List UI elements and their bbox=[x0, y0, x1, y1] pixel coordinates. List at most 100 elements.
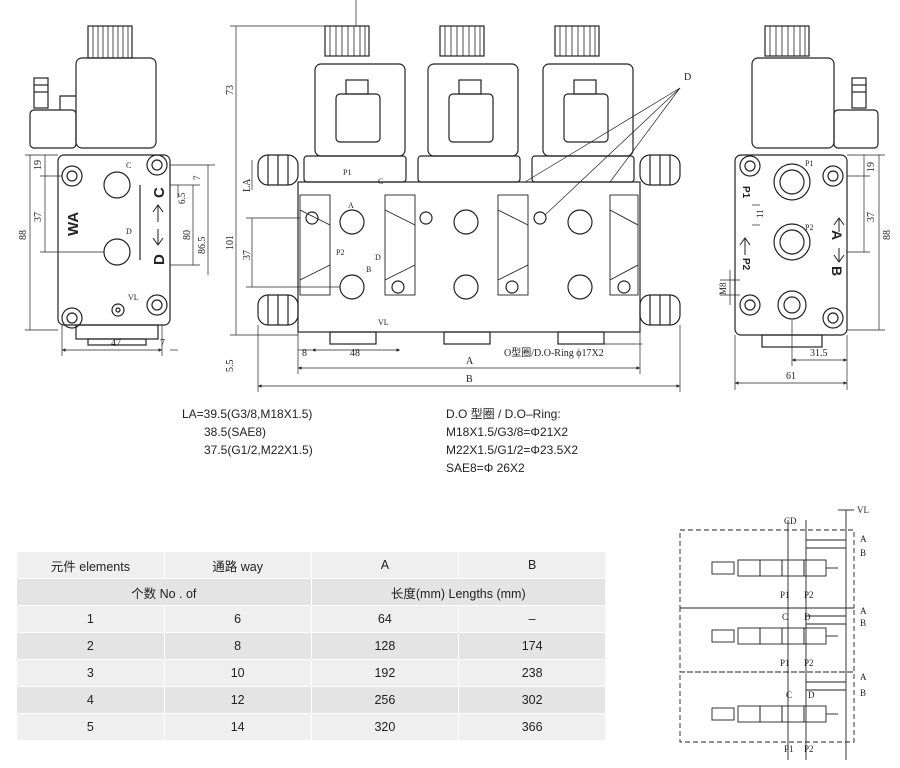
schem-b1: B bbox=[860, 548, 866, 558]
schem-a3: A bbox=[860, 672, 867, 682]
schem-p2-3: P2 bbox=[804, 744, 814, 754]
cell-a: 192 bbox=[310, 659, 460, 687]
schem-a2: A bbox=[860, 606, 867, 616]
schem-c2: C bbox=[782, 612, 788, 622]
header-way: 通路 way bbox=[163, 551, 312, 579]
side-dim-88: 88 bbox=[882, 230, 893, 240]
side-b-bold: B bbox=[829, 266, 845, 276]
cell-a: 64 bbox=[310, 605, 460, 633]
header-elements: 元件 elements bbox=[16, 551, 165, 579]
cell-a: 320 bbox=[310, 713, 460, 741]
plug-connector bbox=[29, 109, 77, 149]
main-view-text: 73 LA 101 37 5.5 8 48 A B D O型圈/D.O-Ring… bbox=[225, 72, 691, 385]
la-notes: LA=39.5(G3/8,M18X1.5) 38.5(SAE8) 37.5(G1… bbox=[182, 405, 313, 459]
dim-88: 88 bbox=[18, 230, 29, 240]
do-note-line1: D.O 型圈 / D.O–Ring: bbox=[446, 407, 561, 421]
table-row: 3 10 192 238 bbox=[16, 659, 606, 687]
schem-a1: A bbox=[860, 534, 867, 544]
table-row: 1 6 64 – bbox=[16, 605, 606, 633]
main-p1: P1 bbox=[343, 168, 351, 177]
schem-cd: CD bbox=[784, 516, 797, 526]
do-note-line2: M18X1.5/G3/8=Φ21X2 bbox=[446, 425, 568, 439]
side-p2-small: P2 bbox=[805, 223, 813, 232]
cell-way: 6 bbox=[163, 605, 312, 633]
main-b: B bbox=[366, 265, 371, 274]
coil-body bbox=[75, 57, 157, 149]
hydraulic-schematic bbox=[679, 509, 855, 760]
header-b: B bbox=[458, 551, 606, 579]
end-fittings bbox=[257, 154, 681, 326]
cell-b: – bbox=[458, 605, 606, 633]
side-view-text: 19 37 88 11 61 31.5 M8 P1 P2 P1 P2 A B bbox=[718, 159, 893, 382]
front-view bbox=[25, 25, 215, 356]
table-row: 2 8 128 174 bbox=[16, 632, 606, 660]
cell-elements: 2 bbox=[16, 632, 165, 660]
dim-73: 73 bbox=[225, 85, 236, 95]
dim-47: 47 bbox=[111, 338, 121, 349]
dim-37: 37 bbox=[33, 212, 44, 222]
label-vl: VL bbox=[128, 293, 139, 302]
cell-elements: 4 bbox=[16, 686, 165, 714]
label-d-bold: D bbox=[151, 254, 168, 265]
la-note-line3: 37.5(G1/2,M22X1.5) bbox=[204, 443, 313, 457]
dim-101: 101 bbox=[225, 235, 236, 250]
cell-way: 8 bbox=[163, 632, 312, 660]
table-header-row: 元件 elements 通路 way A B bbox=[16, 551, 606, 579]
dim-6-5: 6.5 bbox=[177, 192, 187, 204]
cell-b: 302 bbox=[458, 686, 606, 714]
dim-7: 7 bbox=[160, 338, 165, 349]
main-d: D bbox=[375, 253, 381, 262]
schem-b2: B bbox=[860, 618, 866, 628]
schem-p2-2: P2 bbox=[804, 658, 814, 668]
la-note-line2: 38.5(SAE8) bbox=[204, 425, 267, 439]
header-number-of: 个数 No . of bbox=[16, 578, 312, 606]
dim-la: LA bbox=[242, 178, 253, 192]
main-c: C bbox=[378, 177, 383, 186]
side-a-bold: A bbox=[829, 230, 845, 240]
label-c-bold: C bbox=[151, 187, 168, 198]
dim-8: 8 bbox=[302, 348, 307, 359]
side-dim-m8: M8 bbox=[718, 282, 728, 295]
side-dim-37: 37 bbox=[866, 212, 877, 222]
header-lengths: 长度(mm) Lengths (mm) bbox=[310, 578, 607, 606]
front-view-text: 19 37 88 47 7 6.5 7 80 86.5 WA C D C D V… bbox=[18, 160, 208, 349]
cell-way: 14 bbox=[163, 713, 312, 741]
port-c bbox=[103, 171, 131, 199]
side-port-p2 bbox=[773, 223, 811, 261]
dim-b: B bbox=[466, 374, 473, 385]
side-dim-31-5: 31.5 bbox=[810, 348, 828, 359]
coil-stack-1 bbox=[303, 25, 407, 183]
table-row: 4 12 256 302 bbox=[16, 686, 606, 714]
dim-19: 19 bbox=[33, 160, 44, 170]
length-spec-table: 元件 elements 通路 way A B 个数 No . of 长度(mm)… bbox=[16, 551, 607, 741]
side-dim-11: 11 bbox=[755, 209, 765, 218]
o-ring-note: O型圈/D.O-Ring ϕ17X2 bbox=[504, 346, 604, 359]
do-ring-notes: D.O 型圈 / D.O–Ring: M18X1.5/G3/8=Φ21X2 M2… bbox=[446, 405, 578, 477]
schem-vl: VL bbox=[857, 505, 869, 515]
schem-c3: C bbox=[786, 690, 792, 700]
coil-stack-3 bbox=[531, 25, 635, 183]
leader-d: D bbox=[684, 72, 691, 83]
table-subheader-row: 个数 No . of 长度(mm) Lengths (mm) bbox=[16, 578, 607, 606]
dim-80: 80 bbox=[182, 230, 193, 240]
side-dim-19: 19 bbox=[866, 162, 877, 172]
side-dim-61: 61 bbox=[786, 371, 796, 382]
schem-b3: B bbox=[860, 688, 866, 698]
do-note-line3: M22X1.5/G1/2=Φ23.5X2 bbox=[446, 443, 578, 457]
schem-d3: D bbox=[808, 690, 815, 700]
schem-p1-1: P1 bbox=[780, 590, 790, 600]
schem-p1-2: P1 bbox=[780, 658, 790, 668]
label-wa: WA bbox=[65, 212, 82, 236]
dim-a: A bbox=[466, 356, 474, 367]
coil-stack-2 bbox=[417, 25, 521, 183]
label-c: C bbox=[126, 161, 131, 170]
dim-48: 48 bbox=[350, 348, 360, 359]
cell-b: 174 bbox=[458, 632, 606, 660]
cell-elements: 1 bbox=[16, 605, 165, 633]
dim-5-5: 5.5 bbox=[225, 360, 236, 373]
schem-p2-1: P2 bbox=[804, 590, 814, 600]
side-view bbox=[720, 25, 885, 390]
table-row: 5 14 320 366 bbox=[16, 713, 606, 741]
schem-d2: D bbox=[804, 612, 811, 622]
